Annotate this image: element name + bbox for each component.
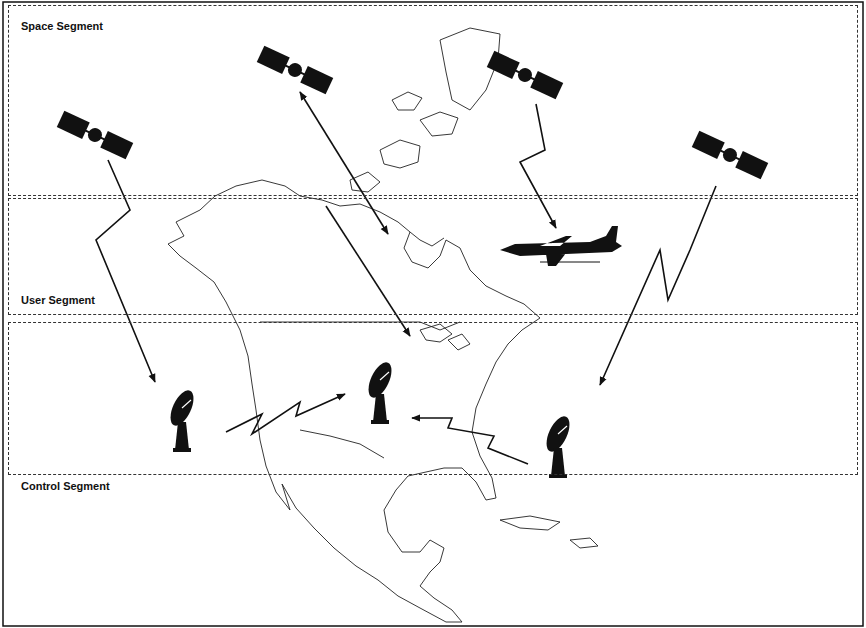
ground-antennas — [166, 359, 574, 478]
segment-band: User Segment — [8, 198, 858, 315]
segment-band: Control Segment — [8, 322, 858, 475]
segment-label: Space Segment — [19, 20, 105, 32]
signal-arrows — [96, 92, 716, 464]
map-outline — [168, 28, 598, 622]
airplane — [500, 226, 622, 266]
frame — [3, 2, 863, 626]
segment-label: User Segment — [19, 294, 97, 306]
segment-band: Space Segment — [8, 5, 858, 196]
segment-label: Control Segment — [19, 480, 112, 492]
satellites — [57, 46, 768, 179]
